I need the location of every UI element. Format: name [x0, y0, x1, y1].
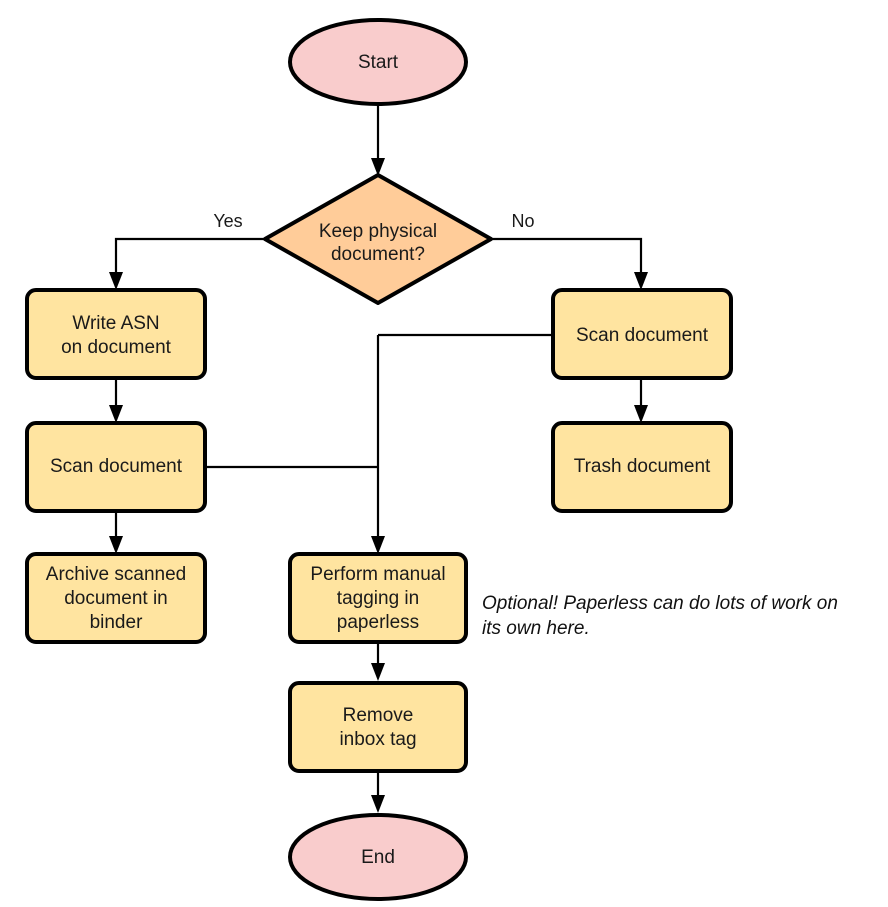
scan-document-right-label: Scan document	[576, 325, 709, 346]
start-ellipse	[288, 18, 468, 106]
edge-scan-left-to-archive	[109, 510, 123, 554]
end-label: End	[361, 847, 395, 868]
optional-note-line2: its own here.	[482, 618, 590, 639]
edge-start-to-decision	[371, 103, 385, 176]
archive-box	[25, 552, 207, 644]
node-start[interactable]: Start	[288, 18, 468, 106]
edge-manual-tagging-to-remove-inbox-tag	[371, 641, 385, 681]
edge-merge-trunk-to-manual-tagging	[371, 335, 385, 554]
edge-decision-to-scan-right	[491, 237, 648, 290]
manual-tagging-label-line1: Perform manual	[310, 564, 445, 585]
archive-label-line1: Archive scanned	[46, 564, 186, 585]
edge-decision-to-write-asn	[109, 237, 264, 290]
manual-tagging-box	[288, 552, 468, 644]
node-trash-document[interactable]: Trash document	[551, 421, 733, 513]
node-perform-manual-tagging[interactable]: Perform manual tagging in paperless	[288, 552, 468, 644]
remove-inbox-tag-box	[288, 681, 468, 773]
edge-scan-right-to-trash	[634, 378, 648, 423]
remove-inbox-tag-label-line1: Remove	[343, 705, 414, 726]
decision-label-line1: Keep physical	[319, 221, 437, 242]
write-asn-box	[25, 288, 207, 380]
remove-inbox-tag-label-line2: inbox tag	[339, 729, 416, 750]
manual-tagging-label-line3: paperless	[337, 612, 419, 633]
node-archive-scanned-document[interactable]: Archive scanned document in binder	[25, 552, 207, 644]
node-remove-inbox-tag[interactable]: Remove inbox tag	[288, 681, 468, 773]
node-scan-document-left[interactable]: Scan document	[25, 421, 207, 513]
archive-label-line3: binder	[90, 612, 143, 633]
decision-diamond	[263, 173, 493, 305]
scan-document-left-label: Scan document	[50, 456, 183, 477]
edge-write-asn-to-scan-left	[109, 378, 123, 423]
trash-document-box	[551, 421, 733, 513]
annotation-optional-note: Optional! Paperless can do lots of work …	[482, 593, 838, 639]
edge-label-yes: Yes	[213, 211, 242, 231]
trash-document-label: Trash document	[574, 456, 711, 477]
connector-layer	[109, 103, 648, 813]
start-label: Start	[358, 52, 399, 73]
end-ellipse	[288, 813, 468, 901]
decision-label-line2: document?	[331, 244, 425, 265]
scan-document-right-box	[551, 288, 733, 380]
scan-document-left-box	[25, 421, 207, 513]
optional-note-line1: Optional! Paperless can do lots of work …	[482, 593, 838, 614]
archive-label-line2: document in	[64, 588, 168, 609]
write-asn-label-line2: on document	[61, 337, 172, 358]
node-end[interactable]: End	[288, 813, 468, 901]
node-scan-document-right[interactable]: Scan document	[551, 288, 733, 380]
edge-remove-inbox-tag-to-end	[371, 771, 385, 813]
node-decision-keep-physical-document[interactable]: Keep physical document?	[263, 173, 493, 305]
node-write-asn-on-document[interactable]: Write ASN on document	[25, 288, 207, 380]
manual-tagging-label-line2: tagging in	[337, 588, 419, 609]
write-asn-label-line1: Write ASN	[72, 313, 159, 334]
edge-label-no: No	[511, 211, 534, 231]
